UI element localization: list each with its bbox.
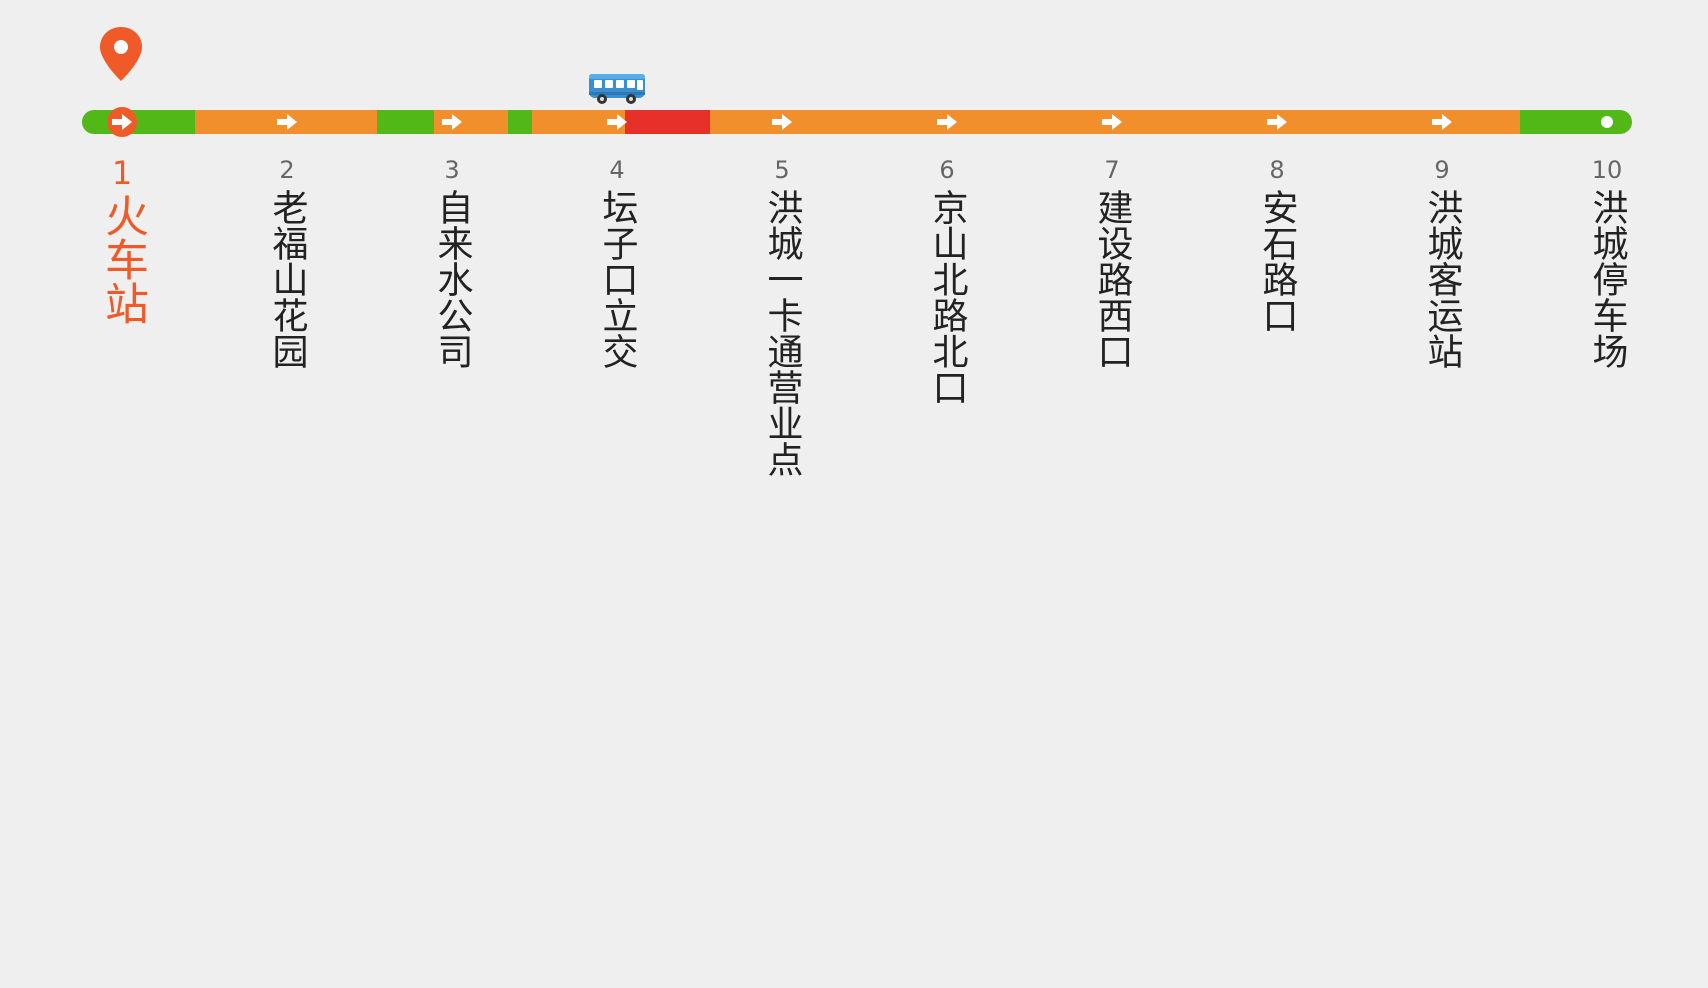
traffic-segment-smooth [82,110,197,134]
stop-name: 坛子口立交 [596,189,638,369]
bus-icon[interactable] [587,70,647,110]
stop-number: 9 [1434,156,1450,184]
traffic-segment-smooth [508,110,533,134]
stop-item[interactable]: 2 老福山花园 [257,155,317,369]
stop-number: 7 [1104,156,1120,184]
traffic-segment-smooth [376,110,435,134]
arrow-right-icon [1100,110,1124,134]
stop-name: 老福山花园 [266,189,308,369]
location-pin-icon [97,25,145,87]
stop-name: 京山北路北口 [926,189,968,405]
stop-item[interactable]: 8 安石路口 [1247,155,1307,333]
stop-name: 自来水公司 [431,189,473,369]
arrow-right-icon [605,110,629,134]
route-traffic-bar [82,110,1632,134]
stop-name: 洪城停车场 [1586,189,1628,369]
stop-number: 10 [1591,156,1623,184]
stop-name: 建设路西口 [1091,189,1133,369]
arrow-right-icon [1430,110,1454,134]
stop-item[interactable]: 6 京山北路北口 [917,155,977,405]
stop-number: 4 [609,156,625,184]
stop-item[interactable]: 5 洪城一卡通营业点 [752,155,812,477]
stop-number: 1 [111,154,133,192]
stop-name: 洪城客运站 [1421,189,1463,369]
stop-number: 8 [1269,156,1285,184]
stop-number: 6 [939,156,955,184]
traffic-segment-congested [624,110,711,134]
stop-item[interactable]: 7 建设路西口 [1082,155,1142,369]
arrow-right-icon [935,110,959,134]
stop-number: 3 [444,156,460,184]
stop-item[interactable]: 10 洪城停车场 [1577,155,1637,369]
arrow-right-icon [1265,110,1289,134]
arrow-right-icon [107,107,137,137]
end-dot-icon [1595,110,1619,134]
stop-item[interactable]: 9 洪城客运站 [1412,155,1472,369]
stop-item[interactable]: 4 坛子口立交 [587,155,647,369]
stop-number: 5 [774,156,790,184]
stop-number: 2 [279,156,295,184]
traffic-segment-smooth [1520,110,1632,134]
arrow-right-icon [770,110,794,134]
stop-name: 安石路口 [1256,189,1298,333]
arrow-right-icon [440,110,464,134]
stop-name: 火车站 [97,193,148,325]
stop-item[interactable]: 3 自来水公司 [422,155,482,369]
arrow-right-icon [275,110,299,134]
stop-name: 洪城一卡通营业点 [761,189,803,477]
